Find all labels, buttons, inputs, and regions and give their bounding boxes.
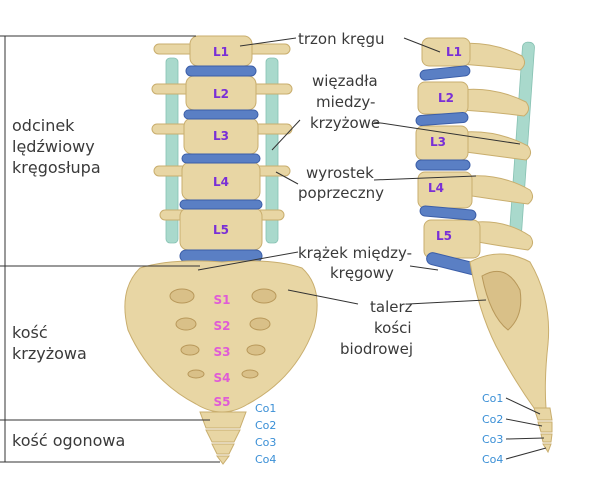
label-L4-side: L4 [428, 181, 444, 195]
side-spinous-processes [455, 42, 534, 251]
callout-transverse-process: wyrostek poprzeczny [298, 164, 384, 202]
region-brackets [0, 35, 220, 463]
front-coccygeal-labels: Co1 Co2 Co3 Co4 [255, 402, 276, 466]
side-coccyx-leaders [505, 397, 547, 460]
svg-text:poprzeczny: poprzeczny [298, 184, 384, 202]
side-view [415, 37, 553, 454]
intervertebral-discs [179, 65, 263, 263]
sacrum [124, 260, 318, 413]
label-L2-front: L2 [213, 87, 229, 101]
label-L1-front: L1 [213, 45, 229, 59]
label-Co4-front: Co4 [255, 453, 276, 466]
label-Co4-side: Co4 [482, 453, 503, 466]
side-bodies [415, 37, 481, 259]
label-S1: S1 [214, 293, 231, 307]
vertebral-bodies [179, 35, 263, 251]
svg-text:więzadła: więzadła [312, 72, 378, 90]
ligament-right [265, 57, 279, 244]
svg-text:krążek między-: krążek między- [298, 244, 412, 262]
label-S4: S4 [214, 371, 231, 385]
coccyx [199, 411, 247, 465]
label-L4-front: L4 [213, 175, 229, 189]
ligament-left [165, 57, 179, 244]
svg-text:kości: kości [374, 319, 412, 337]
label-Co3-side: Co3 [482, 433, 503, 446]
svg-text:kręgosłupa: kręgosłupa [12, 158, 101, 177]
callout-ligaments: więzadła miedzy- krzyżowe [310, 72, 380, 132]
side-coccygeal-labels: Co1 Co2 Co3 Co4 [482, 392, 503, 466]
callout-vertebral-body: trzon kręgu [298, 30, 384, 48]
side-coccyx [533, 407, 553, 454]
svg-text:odcinek: odcinek [12, 116, 75, 135]
coccyx-region-label: kość ogonowa [12, 431, 125, 450]
svg-text:lędźwiowy: lędźwiowy [12, 137, 95, 156]
front-sacral-labels: S1 S2 S3 S4 S5 [214, 293, 231, 409]
label-L1-side: L1 [446, 45, 462, 59]
front-view [124, 35, 318, 465]
label-S2: S2 [214, 319, 231, 333]
sacral-foramina [169, 288, 277, 379]
svg-text:wyrostek: wyrostek [306, 164, 374, 182]
label-L5-front: L5 [213, 223, 229, 237]
svg-text:krzyżowe: krzyżowe [310, 114, 380, 132]
front-lumbar-labels: L1 L2 L3 L4 L5 [213, 45, 229, 237]
sacrum-region-label: kość krzyżowa [12, 323, 87, 363]
svg-text:krzyżowa: krzyżowa [12, 344, 87, 363]
label-Co3-front: Co3 [255, 436, 276, 449]
side-lumbar-labels: L1 L2 L3 L4 L5 [428, 45, 462, 243]
label-L3-front: L3 [213, 129, 229, 143]
label-L2-side: L2 [438, 91, 454, 105]
svg-text:talerz: talerz [370, 298, 413, 316]
label-Co1-side: Co1 [482, 392, 503, 405]
callout-iliac: talerz kości biodrowej [340, 298, 413, 358]
label-Co2-front: Co2 [255, 419, 276, 432]
leader-lines [197, 37, 521, 305]
label-S5: S5 [214, 395, 231, 409]
svg-text:kość: kość [12, 323, 48, 342]
label-Co1-front: Co1 [255, 402, 276, 415]
label-L3-side: L3 [430, 135, 446, 149]
svg-text:biodrowej: biodrowej [340, 340, 413, 358]
label-S3: S3 [214, 345, 231, 359]
side-iliac [481, 270, 522, 331]
svg-text:kręgowy: kręgowy [330, 264, 394, 282]
callout-disc: krążek między- kręgowy [298, 244, 412, 282]
svg-text:miedzy-: miedzy- [316, 93, 375, 111]
label-L5-side: L5 [436, 229, 452, 243]
label-Co2-side: Co2 [482, 413, 503, 426]
lumbar-region-label: odcinek lędźwiowy kręgosłupa [12, 116, 101, 177]
